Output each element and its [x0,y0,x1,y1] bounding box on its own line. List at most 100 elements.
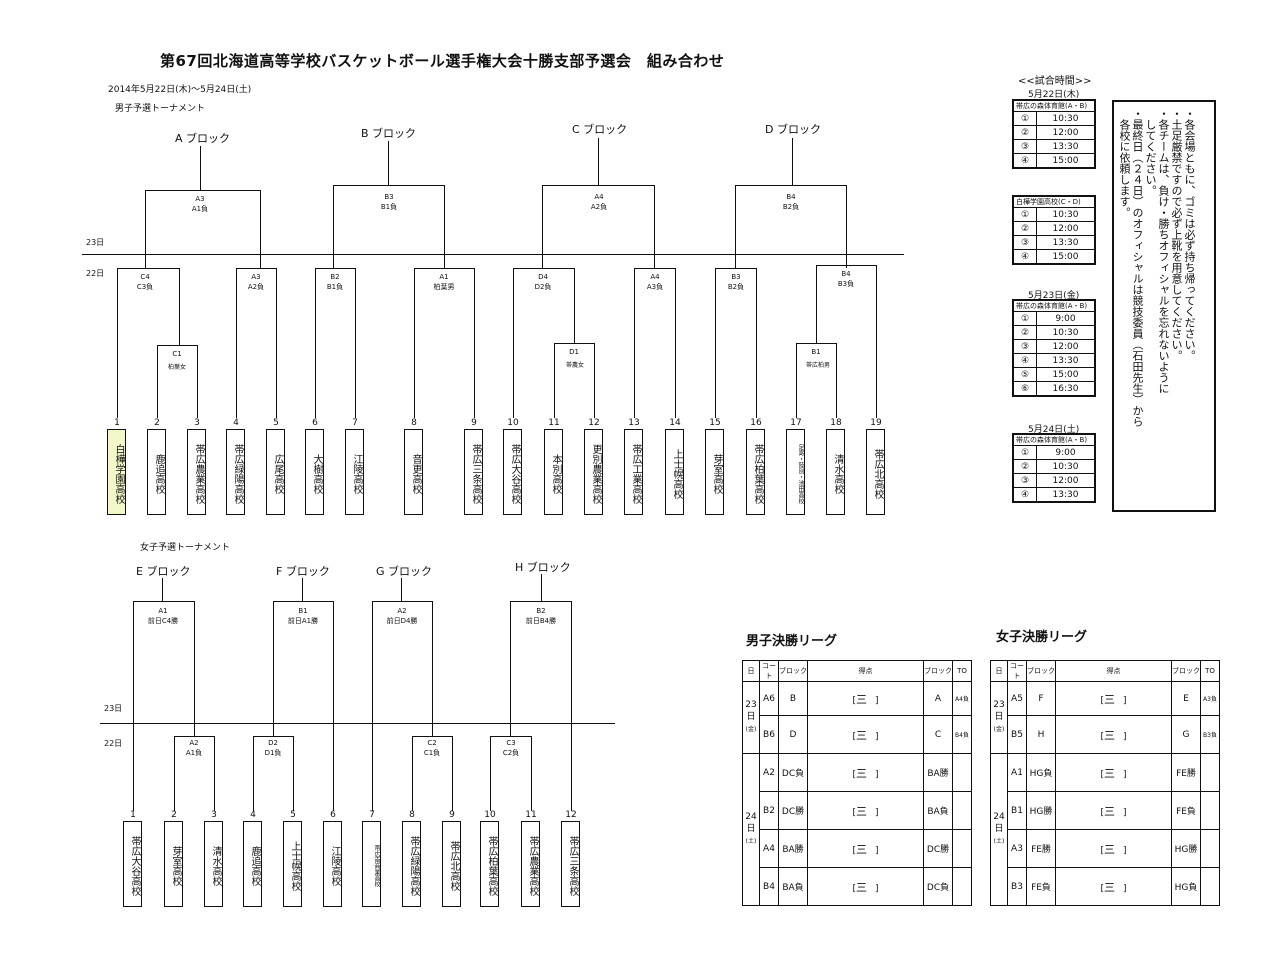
girls-mid-d2-code: D2 [268,739,278,747]
boys-league-heading: 男子決勝リーグ [746,634,838,649]
boys-mid-a1-code: A1 [439,273,449,281]
score-cell[interactable]: [三] [807,829,924,868]
girls-league-heading: 女子決勝リーグ [996,630,1088,645]
boys-team-box: 鹿追高校 [147,429,166,515]
boys-team-box: 足寄・陸別・池田高校 [786,429,805,515]
boys-day22-label: 22日 [86,269,105,278]
girls-team-number: 12 [565,810,577,820]
boys-team-number: 5 [273,418,279,428]
boys-mid-b2-sub: B1負 [326,283,344,291]
boys-block-a-label: A ブロック [175,132,231,145]
boys-team-number: 13 [628,418,640,428]
girls-team-box: 帯広柏葉高校 [480,821,499,907]
boys-team-number: 1 [114,418,120,428]
girls-mid-c3-sub: C2負 [502,749,520,757]
boys-team-number: 17 [790,418,802,428]
boys-team-number: 3 [194,418,200,428]
boys-team-number: 2 [154,418,160,428]
girls-block-h-label: H ブロック [515,561,571,574]
score-cell[interactable]: [三] [1055,681,1172,716]
schedule-venue: 白樺学園高校(C・D) [1013,196,1095,208]
boys-low-d1-sub: 帯農女 [566,362,585,369]
girls-team-number: 1 [130,810,136,820]
score-cell[interactable]: [三] [807,867,924,906]
boys-team-number: 11 [548,418,560,428]
boys-mid-b4-code: B4 [841,270,851,278]
boys-team-box: 上士幌高校 [665,429,684,515]
boys-block-c-label: C ブロック [572,123,628,136]
girls-team-number: 3 [211,810,217,820]
score-cell[interactable]: [三] [1055,753,1172,792]
score-cell[interactable]: [三] [807,753,924,792]
score-cell[interactable]: [三] [1055,867,1172,906]
girls-h-top-code: B2 [536,607,546,615]
girls-mid-c2-code: C2 [427,739,437,747]
girls-e-top-code: A1 [158,607,168,615]
boys-team-box: 広尾高校 [266,429,285,515]
girls-block-e-label: E ブロック [136,565,191,578]
score-cell[interactable]: [三] [1055,715,1172,754]
boys-team-number: 15 [709,418,721,428]
boys-team-number: 18 [830,418,842,428]
schedule-venue: 帯広の森体育館(A・B) [1013,434,1095,446]
girls-team-number: 5 [290,810,296,820]
notice-text: ・各会場ともに、ゴミは必ず持ち帰ってください。 ・土足厳禁ですので必ず上靴を用意… [1118,108,1196,427]
score-cell[interactable]: [三] [807,681,924,716]
girls-h-top-sub: 前日B4勝 [525,617,557,625]
boys-team-box: 江陵高校 [345,429,364,515]
boys-low-d1-code: D1 [569,348,579,356]
boys-day23-label: 23日 [86,238,105,247]
boys-team-box: 芽室高校 [705,429,724,515]
score-cell[interactable]: [三] [1055,791,1172,830]
boys-team-number: 14 [669,418,681,428]
schedule-date: 5月22日(木) [1028,90,1080,100]
boys-team-box: 帯広大谷高校 [503,429,522,515]
girls-mid-a2-code: A2 [189,739,199,747]
girls-f-top-sub: 前日A1勝 [287,617,319,625]
boys-d-top-sub: B2負 [782,203,800,211]
boys-mid-a4-code: A4 [650,273,660,281]
boys-mid-a1-sub: 柏葉男 [433,283,455,291]
boys-team-box: 帯広農業高校 [187,429,206,515]
score-cell[interactable]: [三] [807,791,924,830]
schedule-date: 5月23日(金) [1028,291,1080,301]
schedule-venue: 帯広の森体育館(A・B) [1013,100,1095,112]
boys-team-box: 更別農業高校 [584,429,603,515]
boys-team-number: 4 [233,418,239,428]
girls-team-box: 鹿追高校 [243,821,262,907]
girls-e-top-sub: 前日C4勝 [147,617,179,625]
girls-team-box: 帯広北高校 [442,821,461,907]
schedule-heading: <<試合時間>> [1018,76,1092,87]
girls-team-number: 11 [525,810,537,820]
girls-team-box: 江陵高校 [323,821,342,907]
boys-low-b1-code: B1 [811,348,821,356]
boys-team-number: 7 [352,418,358,428]
page-title: 第67回北海道高等学校バスケットボール選手権大会十勝支部予選会 組み合わせ [160,52,725,70]
girls-team-box: 芽室高校 [164,821,183,907]
boys-mid-a3-code: A3 [251,273,261,281]
girls-team-number: 8 [409,810,415,820]
girls-team-number: 7 [369,810,375,820]
girls-team-box: 帯広南商業高校 [362,821,381,907]
girls-day23-line [100,723,615,724]
girls-team-number: 6 [330,810,336,820]
girls-f-top-code: B1 [298,607,308,615]
boys-team-box: 帯広北高校 [866,429,885,515]
boys-low-c1-sub: 柏葉女 [168,364,187,371]
score-cell[interactable]: [三] [807,715,924,754]
score-cell[interactable]: [三] [1055,829,1172,868]
boys-team-number: 6 [312,418,318,428]
boys-mid-b2-code: B2 [330,273,340,281]
boys-team-box: 清水高校 [826,429,845,515]
girls-team-number: 9 [449,810,455,820]
girls-mid-c3-code: C3 [506,739,516,747]
boys-team-box: 白樺学園高校 [107,429,126,515]
boys-low-c1-code: C1 [172,350,182,358]
boys-team-box: 帯広三条高校 [464,429,483,515]
boys-team-number: 8 [411,418,417,428]
boys-mid-a4-sub: A3負 [646,283,664,291]
girls-team-box: 上士幌高校 [283,821,302,907]
